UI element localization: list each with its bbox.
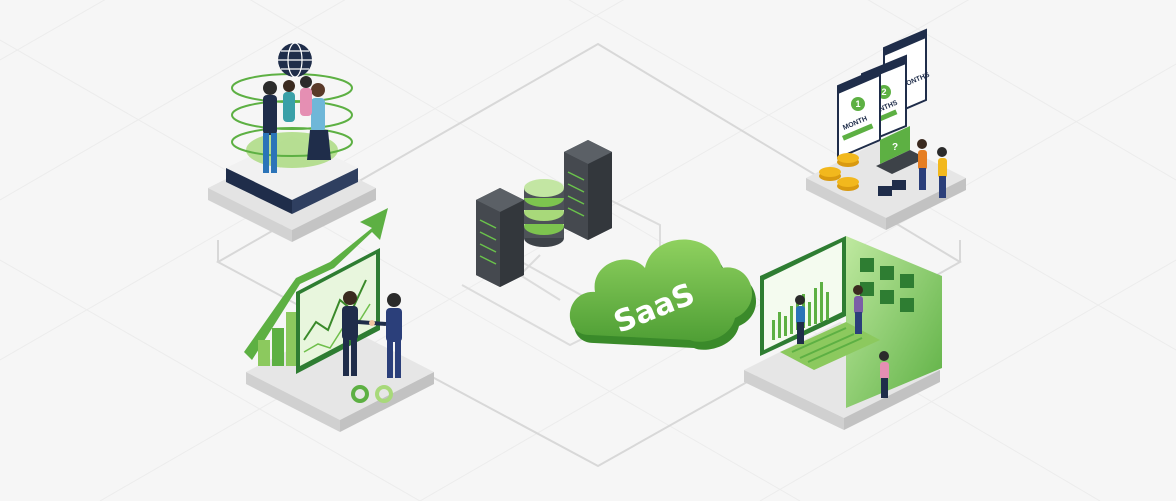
laptop-glyph: ? [892, 142, 898, 153]
plan-card-1-number: 1 [855, 99, 860, 109]
platform-team [208, 73, 376, 242]
billing-people [917, 139, 947, 198]
globe-icon [278, 42, 312, 78]
platform-analytics [744, 322, 940, 430]
laptop-icon: ? [876, 126, 926, 174]
growth-arrow-icon [244, 208, 388, 366]
gauge-dials [351, 385, 393, 403]
analytics-people [795, 285, 889, 398]
handshake-icon [369, 320, 375, 326]
puzzle-blocks [878, 180, 906, 196]
saas-cloud: SaaS [569, 239, 757, 350]
plan-card-1: 1 MONTH [837, 66, 881, 160]
server-rack-right [564, 140, 612, 240]
coin-icon [819, 153, 859, 191]
growth-dashboard-screen [296, 248, 380, 374]
database-stack [524, 179, 564, 247]
plan-card-2-number: 2 [881, 87, 886, 97]
team-people [263, 76, 331, 173]
businessmen-handshake [342, 291, 402, 378]
server-rack-left [476, 188, 524, 287]
